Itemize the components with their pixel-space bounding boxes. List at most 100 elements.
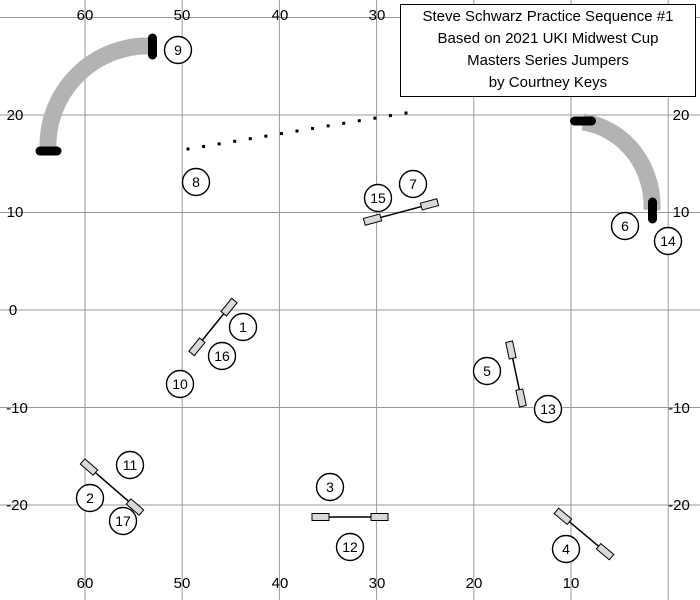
number-circle [108, 506, 138, 536]
jump-wing [370, 513, 389, 521]
axis-label-bottom: 10 [563, 575, 580, 592]
axis-label-right: 20 [673, 107, 690, 124]
obstacle-number-12: 12 [335, 532, 365, 562]
number-text: 5 [483, 363, 491, 379]
axis-label-bottom: 20 [466, 575, 483, 592]
number-circle [363, 183, 393, 213]
obstacle-number-5: 5 [472, 356, 502, 386]
jump-1-10-16 [188, 297, 238, 357]
number-text: 7 [409, 176, 417, 192]
number-text: 17 [115, 513, 131, 529]
number-text: 2 [86, 490, 94, 506]
axis-label-left: 10 [7, 204, 24, 221]
obstacle-number-13: 13 [533, 394, 563, 424]
number-circle [115, 450, 145, 480]
number-circle [472, 356, 502, 386]
number-circle [75, 483, 105, 513]
number-text: 13 [540, 401, 556, 417]
number-circle [653, 226, 683, 256]
tunnel-body [581, 113, 661, 211]
axis-label-left: 20 [7, 107, 24, 124]
axis-label-top: 50 [174, 7, 191, 24]
tunnel-6-14 [570, 113, 661, 224]
obstacle-number-3: 3 [315, 472, 345, 502]
number-text: 6 [621, 218, 629, 234]
jump-wing [188, 337, 206, 357]
course-title-line-1: Steve Schwarz Practice Sequence #1 [422, 8, 674, 25]
number-text: 11 [123, 457, 138, 473]
obstacle-number-2: 2 [75, 483, 105, 513]
number-circle [163, 35, 193, 65]
jump-wing [515, 388, 527, 408]
number-circle [533, 394, 563, 424]
axis-label-left: -20 [6, 497, 28, 514]
number-text: 15 [370, 190, 386, 206]
path-dot [404, 111, 408, 115]
axis-label-top: 30 [369, 7, 386, 24]
path-dot [264, 134, 268, 138]
number-text: 4 [562, 541, 570, 557]
obstacle-number-17: 17 [108, 506, 138, 536]
number-text: 10 [172, 376, 188, 392]
path-dot [186, 147, 190, 151]
number-text: 9 [174, 42, 182, 58]
number-text: 1 [239, 319, 247, 335]
obstacle-number-1: 1 [228, 312, 258, 342]
axis-label-top: 40 [272, 7, 289, 24]
axis-label-top: 60 [77, 7, 94, 24]
obstacle-number-6: 6 [610, 211, 640, 241]
jump-7-15 [362, 198, 440, 226]
obstacle-number-9: 9 [163, 35, 193, 65]
number-text: 3 [326, 479, 334, 495]
path-dot [326, 124, 330, 128]
jump-wing [505, 340, 517, 360]
axis-label-bottom: 50 [174, 575, 191, 592]
axis-label-right: -20 [668, 497, 690, 514]
number-circle [398, 169, 428, 199]
title-box: Steve Schwarz Practice Sequence #1 Based… [400, 4, 696, 97]
path-dot [248, 137, 252, 141]
number-text: 8 [192, 174, 200, 190]
obstacle-number-10: 10 [165, 369, 195, 399]
number-circle [207, 341, 237, 371]
jump-4 [553, 507, 615, 561]
path-dot [373, 116, 377, 120]
tunnel-body [39, 37, 153, 151]
jump-wing [311, 513, 330, 521]
axis-label-right: -10 [668, 400, 690, 417]
obstacle-number-15: 15 [363, 183, 393, 213]
path-dot [279, 132, 283, 136]
jump-wing [125, 498, 145, 516]
jump-wing [553, 507, 573, 526]
axis-label-right: 10 [673, 204, 690, 221]
axis-label-bottom: 60 [77, 575, 94, 592]
path-dot [311, 126, 315, 130]
path-dot [388, 114, 392, 118]
path-dot [217, 142, 221, 146]
jump-wing [419, 198, 440, 211]
axis-label-bottom: 40 [272, 575, 289, 592]
obstacle-number-14: 14 [653, 226, 683, 256]
number-text: 16 [214, 348, 230, 364]
number-circle [165, 369, 195, 399]
number-text: 14 [660, 233, 676, 249]
path-dot [295, 129, 299, 133]
tunnel-9 [35, 33, 157, 156]
jump-wing [220, 297, 238, 317]
obstacle-number-11: 11 [115, 450, 145, 480]
jump-5-13 [505, 340, 527, 408]
axis-label-left: 0 [9, 302, 17, 319]
course-title-line-2: Based on 2021 UKI Midwest Cup [437, 30, 659, 47]
number-text: 12 [342, 539, 358, 555]
path-dot [233, 139, 237, 143]
course-title-line-4: by Courtney Keys [488, 74, 608, 91]
path-dot [342, 121, 346, 125]
jump-wing [595, 542, 615, 561]
obstacle-number-7: 7 [398, 169, 428, 199]
number-circle [181, 167, 211, 197]
number-circle [228, 312, 258, 342]
number-circle [610, 211, 640, 241]
course-title-line-3: Masters Series Jumpers [467, 52, 629, 69]
number-circle [315, 472, 345, 502]
number-circle [335, 532, 365, 562]
